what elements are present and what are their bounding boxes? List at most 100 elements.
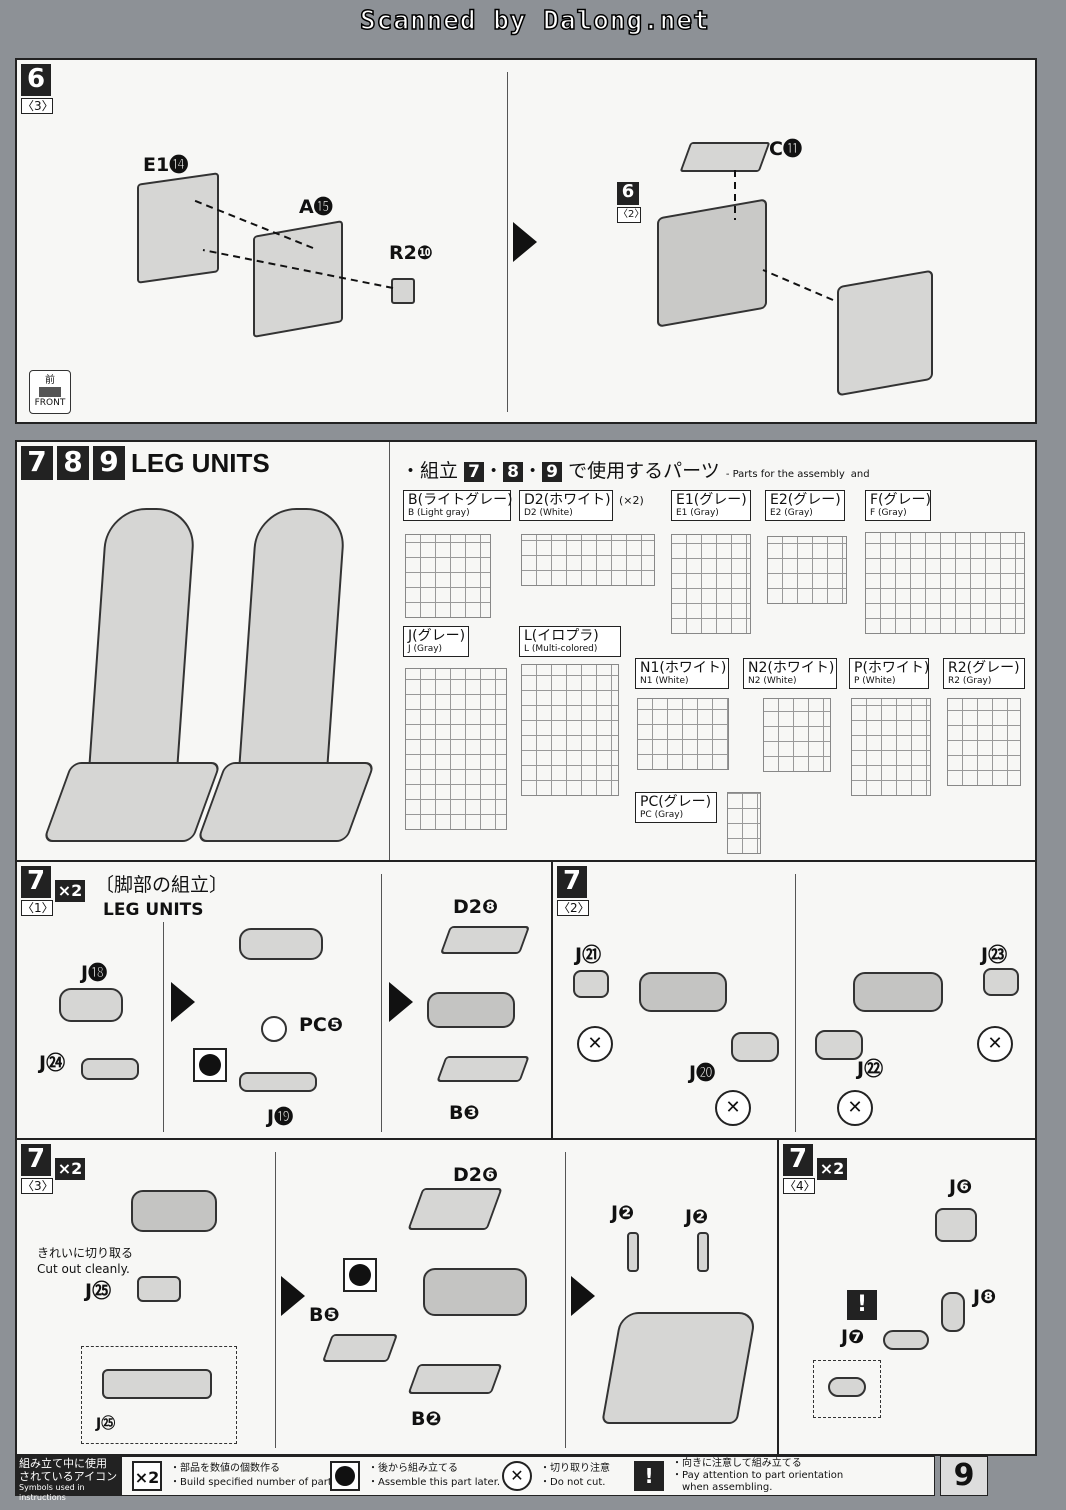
part-j2-b xyxy=(697,1232,709,1272)
legend-multiply-en: ・Build specified number of parts. xyxy=(170,1477,341,1488)
step7-2-panel: 7 〈2〉 J㉑ J⓴ ✕ ✕ J㉓ J㉒ ✕ ✕ xyxy=(551,860,1037,1140)
part-label-d28: D2❽ xyxy=(453,896,499,918)
runner-label-p: P(ホワイト)P (White) xyxy=(849,658,929,689)
part-assembly xyxy=(423,1268,527,1316)
heading-step-7: 7 xyxy=(464,462,485,482)
part-label-j25-detail: J㉕ xyxy=(96,1416,116,1432)
part-label-j20: J⓴ xyxy=(689,1062,716,1084)
step-number: 7 xyxy=(783,1144,813,1176)
step-sub: 〈1〉 xyxy=(21,900,54,916)
part-j22 xyxy=(815,1030,863,1060)
step-number: 7 xyxy=(21,866,51,898)
legend-attention-en: ・Pay attention to part orientation xyxy=(672,1470,844,1481)
part-r2 xyxy=(391,278,415,304)
runner-e2 xyxy=(767,536,847,604)
runner-d2 xyxy=(521,534,655,586)
do-not-cut-icon: ✕ xyxy=(977,1026,1013,1062)
cut-note-en: Cut out cleanly. xyxy=(37,1262,130,1276)
runner-pc xyxy=(727,792,761,854)
part-j25-detail xyxy=(102,1369,212,1399)
runner-r2 xyxy=(947,698,1021,786)
step-sub: 〈4〉 xyxy=(783,1178,816,1194)
divider xyxy=(275,1152,276,1448)
part-d28 xyxy=(439,926,531,954)
part-j18 xyxy=(59,988,123,1022)
parts-heading-mid: で使用するパーツ xyxy=(568,460,720,482)
part-label-d26: D2❻ xyxy=(453,1164,499,1186)
legend-title-jp2: されているアイコン xyxy=(19,1470,118,1483)
part-j21 xyxy=(573,970,609,998)
step-number-8: 8 xyxy=(57,446,89,480)
step-number-7: 7 xyxy=(21,446,53,480)
part-j20 xyxy=(731,1032,779,1062)
step-number-9: 9 xyxy=(93,446,125,480)
part-label-b3: B❸ xyxy=(449,1102,480,1124)
assemble-later-icon xyxy=(343,1258,377,1292)
multiply-2-icon: ×2 xyxy=(55,1158,85,1180)
leg-unit-right xyxy=(237,508,347,778)
part-label-j19: J⓳ xyxy=(267,1106,294,1128)
runner-label-d2: D2(ホワイト)D2 (White) xyxy=(519,490,613,521)
runner-l xyxy=(521,664,619,796)
legend-later-jp: ・後から組み立てる xyxy=(368,1463,458,1474)
part-b2 xyxy=(407,1364,503,1394)
part-label-c: C⓫ xyxy=(769,138,802,160)
part-label-b2: B❷ xyxy=(411,1408,442,1430)
legend-title: 組み立て中に使用 されているアイコン Symbols used in instr… xyxy=(16,1457,122,1502)
parts-heading-and: and xyxy=(850,469,870,480)
legend-title-jp1: 組み立て中に使用 xyxy=(19,1457,107,1470)
title-en: LEG UNITS xyxy=(103,900,204,920)
leg-foot-left xyxy=(42,762,222,842)
divider xyxy=(163,922,164,1132)
legend-multiply-jp: ・部品を数値の個数作る xyxy=(170,1463,280,1474)
step6-panel: 6 〈3〉 E1⓮ A⓯ R2❿ 前 FRONT C⓫ 6 〈2〉 xyxy=(15,58,1037,424)
parts-heading-prefix: ・組立 xyxy=(401,460,459,482)
runner-label-f: F(グレー)F (Gray) xyxy=(865,490,931,521)
runner-label-n1: N1(ホワイト)N1 (White) xyxy=(635,658,729,689)
next-step-arrow-icon xyxy=(571,1276,595,1316)
step-number: 7 xyxy=(557,866,587,898)
runner-b xyxy=(405,534,491,618)
do-not-cut-icon: ✕ xyxy=(715,1090,751,1126)
divider xyxy=(389,442,390,860)
divider xyxy=(381,874,382,1132)
legend-cut-en: ・Do not cut. xyxy=(540,1477,606,1488)
part-label-j6: J❻ xyxy=(949,1176,973,1198)
cut-note-jp: きれいに切り取る xyxy=(37,1246,134,1260)
heading-step-8: 8 xyxy=(503,462,524,482)
divider xyxy=(795,874,796,1132)
attention-icon: ! xyxy=(634,1461,664,1491)
multiply-2-icon: ×2 xyxy=(55,880,85,902)
part-assembled-j xyxy=(239,928,323,960)
watermark: Scanned by Dalong.net xyxy=(359,5,710,37)
part-label-a: A⓯ xyxy=(299,196,333,218)
runner-j xyxy=(405,668,507,830)
runner-label-n2: N2(ホワイト)N2 (White) xyxy=(743,658,837,689)
heading-step-9: 9 xyxy=(542,462,563,482)
front-indicator: 前 FRONT xyxy=(29,370,71,414)
assembly-arrows-right xyxy=(734,170,834,301)
part-b5 xyxy=(321,1334,399,1362)
do-not-cut-icon: ✕ xyxy=(502,1461,532,1491)
next-step-arrow-icon xyxy=(513,222,537,262)
part-label-e1: E1⓮ xyxy=(143,154,189,176)
do-not-cut-icon: ✕ xyxy=(577,1026,613,1062)
part-body-right xyxy=(853,972,943,1012)
runner-label-r2: R2(グレー)R2 (Gray) xyxy=(943,658,1025,689)
runner-label-j: J(グレー)J (Gray) xyxy=(403,626,469,657)
runner-label-e2: E2(グレー)E2 (Gray) xyxy=(765,490,845,521)
leg-foot-right xyxy=(196,762,376,842)
page-number: 9 xyxy=(940,1456,988,1496)
part-b3 xyxy=(436,1056,530,1082)
step-sub: 〈3〉 xyxy=(21,98,54,114)
step-number: 7 xyxy=(21,1144,51,1176)
next-step-arrow-icon xyxy=(389,982,413,1022)
part-label-j21: J㉑ xyxy=(575,944,602,966)
runner-e1 xyxy=(671,534,751,634)
runner-f xyxy=(865,532,1025,634)
part-j25 xyxy=(137,1276,181,1302)
parts-heading-en: - Parts for the assembly xyxy=(725,469,845,480)
part-label-j2-b: J❷ xyxy=(685,1206,709,1228)
multiply-2-icon: ×2 xyxy=(817,1158,847,1180)
part-j7 xyxy=(883,1330,929,1350)
